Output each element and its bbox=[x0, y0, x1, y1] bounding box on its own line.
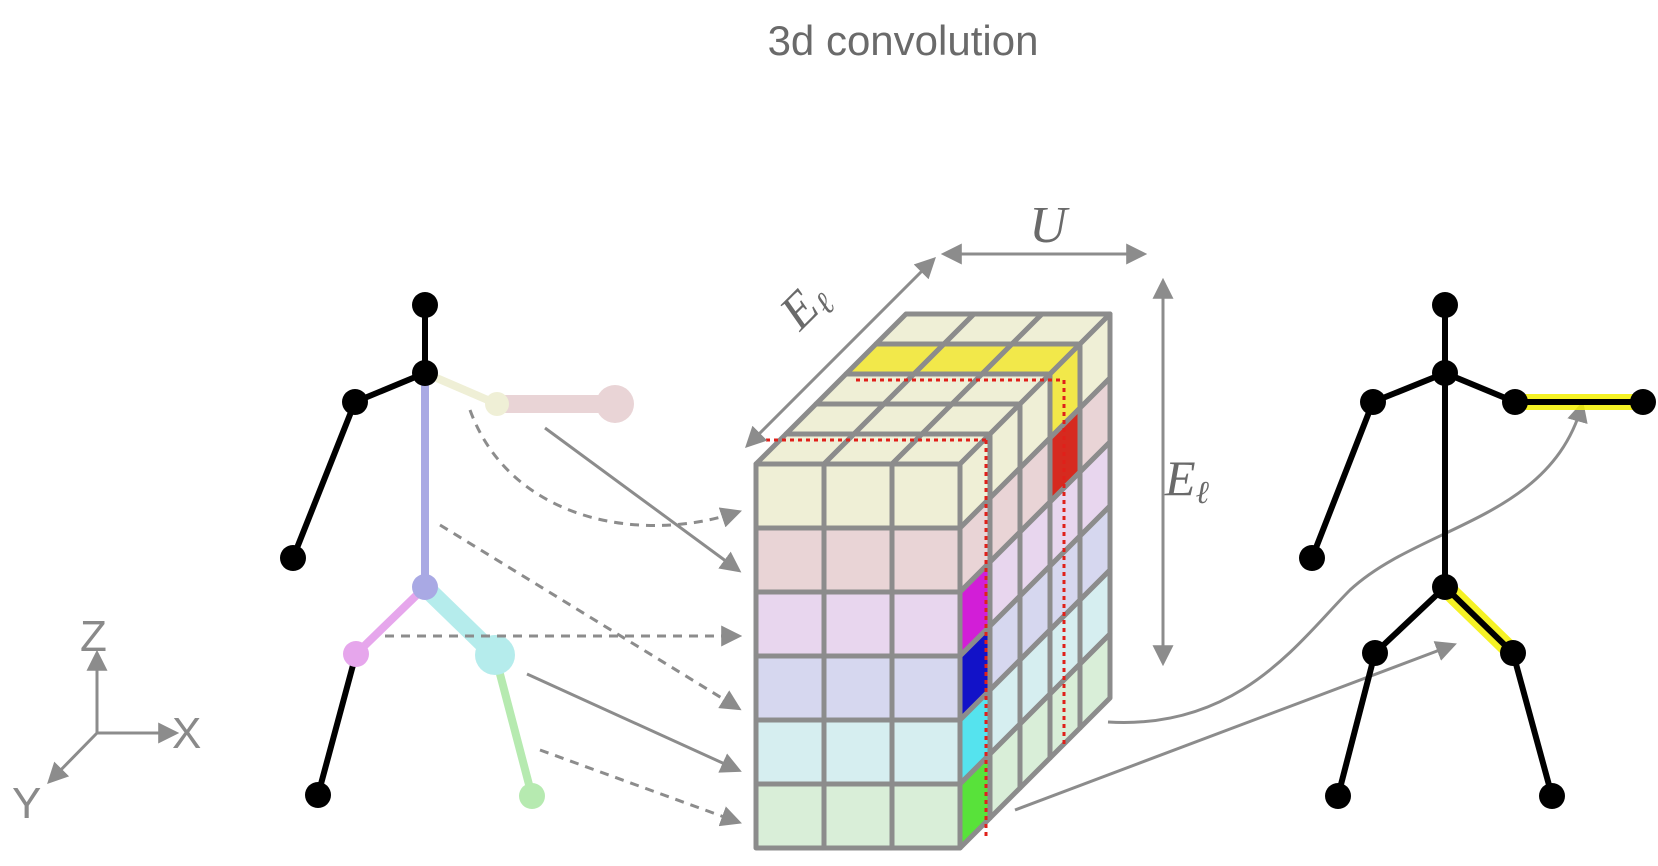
right-l-arm-bone bbox=[1309, 400, 1376, 560]
feature-tensor bbox=[753, 311, 1113, 851]
front-cell bbox=[821, 461, 895, 531]
front-cell bbox=[821, 717, 895, 787]
front-cell bbox=[821, 525, 895, 595]
front-cell bbox=[821, 781, 895, 851]
front-cell bbox=[753, 525, 827, 595]
output-arrows bbox=[1014, 400, 1588, 812]
left-skeleton bbox=[280, 292, 634, 809]
front-cell bbox=[821, 589, 895, 659]
head-joint bbox=[412, 292, 438, 318]
dashed-arrow-2 bbox=[439, 523, 742, 711]
dashed-arrow-1 bbox=[468, 409, 742, 528]
right-l-leg-bone bbox=[1335, 652, 1378, 797]
left-hand-joint bbox=[280, 545, 306, 571]
depth-label: Eℓ bbox=[767, 269, 842, 344]
z-axis-label: Z bbox=[80, 612, 107, 661]
mapping-arrows bbox=[385, 409, 743, 827]
pelvis-joint bbox=[412, 574, 438, 600]
front-cell bbox=[753, 589, 827, 659]
dimension-arrows bbox=[745, 243, 1174, 667]
right-leg-bone bbox=[491, 653, 536, 798]
front-cell bbox=[753, 717, 827, 787]
left-knee-joint bbox=[343, 641, 369, 667]
front-cell bbox=[889, 653, 963, 723]
right-l-knee-joint bbox=[1362, 640, 1388, 666]
x-axis-label: X bbox=[172, 709, 201, 758]
front-cell bbox=[889, 717, 963, 787]
right-r-knee-joint bbox=[1500, 640, 1526, 666]
front-cell bbox=[889, 781, 963, 851]
output-arrow-arm bbox=[1107, 400, 1588, 724]
y-axis-label: Y bbox=[12, 779, 41, 828]
coordinate-axes bbox=[47, 649, 180, 785]
height-label: Eℓ bbox=[1164, 450, 1210, 510]
y-axis bbox=[47, 731, 99, 785]
left-shoulder-joint bbox=[342, 389, 368, 415]
right-r-hand-joint bbox=[1630, 389, 1656, 415]
left-foot-joint bbox=[305, 782, 331, 808]
right-l-shoulder-joint bbox=[1360, 389, 1386, 415]
depth-arrow bbox=[745, 257, 936, 448]
right-r-foot-joint bbox=[1539, 783, 1565, 809]
left-hip-bone bbox=[353, 584, 428, 657]
right-hand-joint bbox=[596, 385, 634, 423]
dashed-arrow-4 bbox=[539, 748, 742, 827]
right-pelvis-joint bbox=[1432, 574, 1458, 600]
front-cell bbox=[821, 653, 895, 723]
front-cell bbox=[889, 525, 963, 595]
right-r-hip-bone bbox=[1442, 584, 1516, 656]
front-cell bbox=[889, 461, 963, 531]
right-knee-joint bbox=[475, 635, 515, 675]
right-r-leg-bone bbox=[1510, 652, 1555, 797]
front-cell bbox=[753, 653, 827, 723]
right-r-elbow-joint bbox=[1502, 389, 1528, 415]
front-cell bbox=[753, 461, 827, 531]
front-cell bbox=[753, 781, 827, 851]
right-l-foot-joint bbox=[1325, 783, 1351, 809]
right-neck-joint bbox=[1432, 360, 1458, 386]
right-skeleton bbox=[1299, 292, 1656, 809]
left-leg-bone bbox=[315, 653, 359, 796]
right-l-hand-joint bbox=[1299, 545, 1325, 571]
right-shoulder-bone bbox=[423, 369, 499, 408]
solid-arrow-1 bbox=[544, 426, 742, 573]
right-head-joint bbox=[1432, 292, 1458, 318]
right-foot-joint bbox=[519, 783, 545, 809]
width-label: U bbox=[1029, 197, 1070, 254]
left-arm-bone bbox=[290, 400, 358, 560]
page-title: 3d convolution bbox=[768, 17, 1039, 64]
output-arrow-leg bbox=[1014, 641, 1457, 812]
front-cell bbox=[889, 589, 963, 659]
solid-arrow-2 bbox=[526, 672, 742, 773]
neck-joint bbox=[412, 360, 438, 386]
right-l-hip-bone bbox=[1372, 584, 1448, 656]
right-elbow-joint bbox=[485, 392, 509, 416]
